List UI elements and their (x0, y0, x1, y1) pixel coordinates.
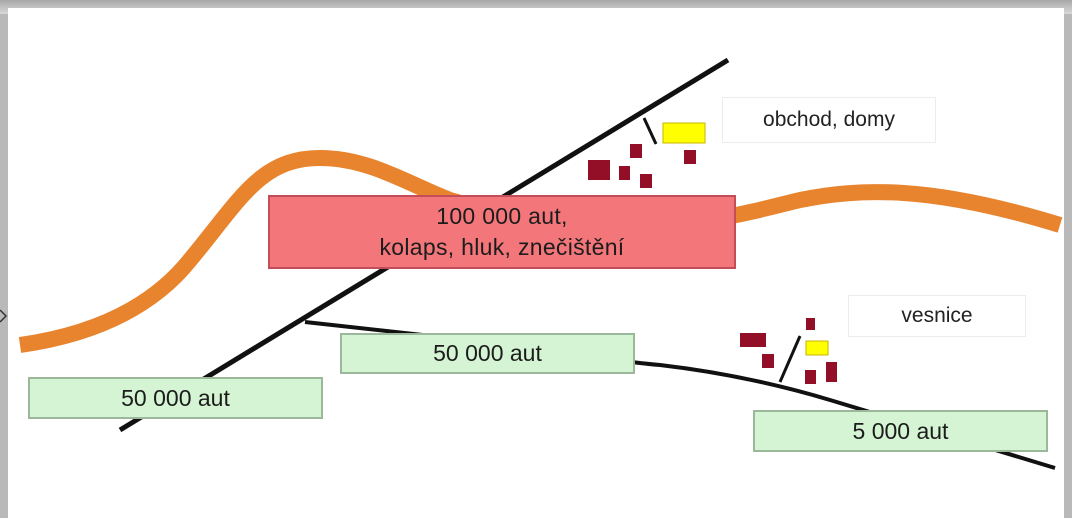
house-icon (740, 333, 766, 347)
house-icon (640, 174, 652, 188)
traffic-label-middle-text: 50 000 aut (433, 340, 542, 366)
traffic-label-right-text: 5 000 aut (852, 417, 949, 444)
traffic-label-middle: 50 000 aut (340, 333, 635, 374)
traffic-label-left: 50 000 aut (28, 377, 323, 419)
shop-icon (805, 340, 829, 356)
traffic-label-right: 5 000 aut (753, 410, 1048, 452)
village-label-text: vesnice (901, 304, 973, 327)
house-icon (619, 166, 630, 180)
shop-icon (662, 122, 706, 144)
house-icon (762, 354, 774, 368)
house-icon (805, 370, 816, 384)
house-icon (826, 362, 837, 382)
traffic-label-left-text: 50 000 aut (121, 384, 230, 411)
edge-arrow-icon (0, 309, 8, 323)
village-access-road (778, 335, 802, 383)
congestion-label-line1: 100 000 aut, (436, 203, 568, 229)
house-icon (588, 160, 610, 180)
house-icon (630, 144, 642, 158)
house-icon (806, 318, 815, 330)
shop-access-road (642, 117, 658, 145)
congestion-label-line2: kolaps, hluk, znečištění (379, 234, 625, 260)
congestion-label: 100 000 aut, kolaps, hluk, znečištění (268, 195, 736, 269)
village-label: vesnice (848, 295, 1026, 337)
shop-label-text: obchod, domy (763, 108, 895, 131)
shop-label: obchod, domy (722, 97, 936, 143)
house-icon (684, 150, 696, 164)
